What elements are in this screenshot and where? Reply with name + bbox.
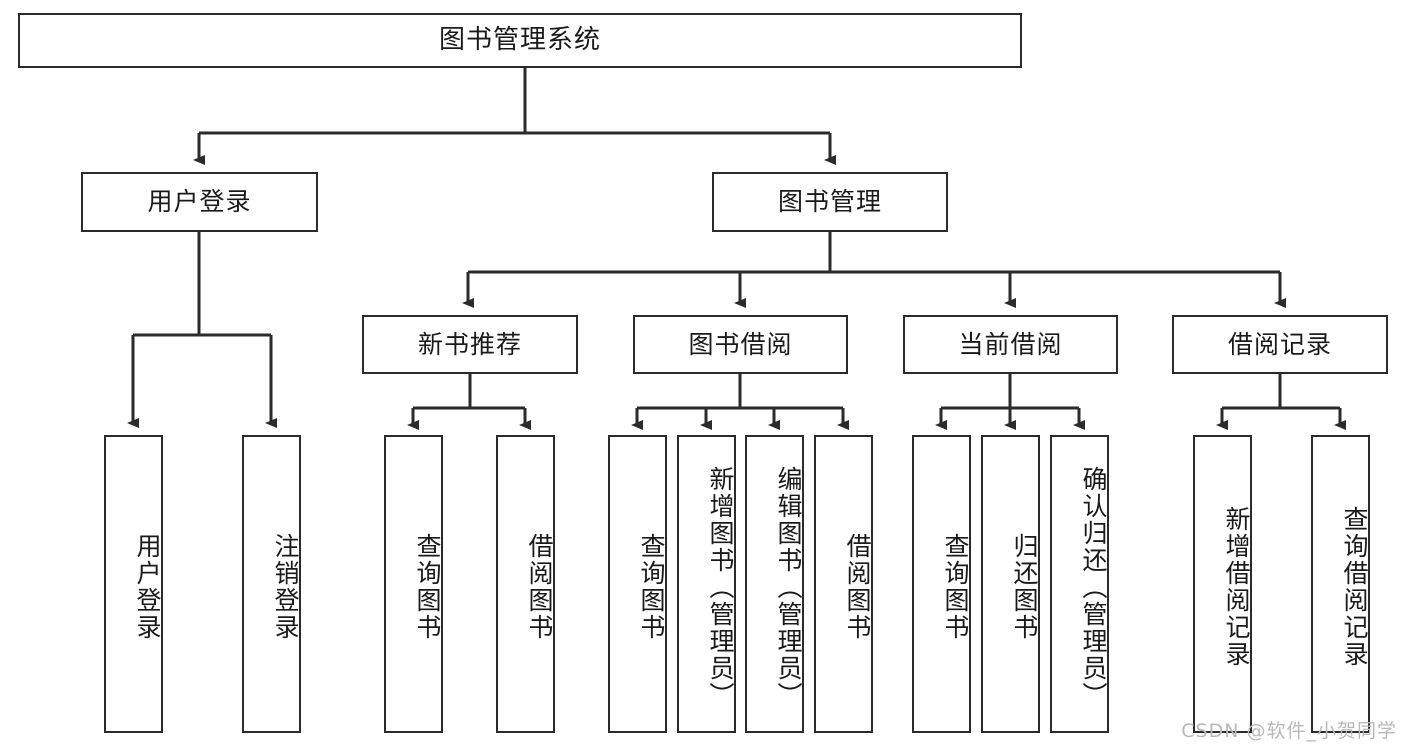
leaf-label: 新增图书（管理员） — [706, 465, 735, 709]
leaf-label: 用户登录 — [133, 533, 162, 641]
leaf-label: 借阅图书 — [843, 533, 872, 641]
leaf-label: 编辑图书（管理员） — [774, 465, 803, 709]
leaf-label: 归还图书 — [1010, 533, 1039, 641]
leaf-label: 确认归还（管理员） — [1079, 465, 1108, 709]
leaf-label: 查询图书 — [941, 533, 970, 641]
leaf-label: 借阅图书 — [525, 533, 554, 641]
node-leaf-book-borrow-edit-book-admin[interactable]: 编辑图书（管理员） — [745, 435, 804, 733]
node-root-book-management-system[interactable]: 图书管理系统 — [18, 13, 1022, 68]
node-leaf-user-login-logout[interactable]: 注销登录 — [242, 435, 301, 733]
leaf-label: 查询借阅记录 — [1340, 506, 1369, 668]
leaf-label: 注销登录 — [271, 533, 300, 641]
node-book-borrow[interactable]: 图书借阅 — [633, 315, 848, 374]
node-leaf-current-borrow-confirm-return-admin[interactable]: 确认归还（管理员） — [1050, 435, 1109, 733]
node-current-borrow[interactable]: 当前借阅 — [903, 315, 1118, 374]
csdn-watermark: CSDN @软件_小贺同学 — [1181, 720, 1397, 742]
node-leaf-book-borrow-add-book-admin[interactable]: 新增图书（管理员） — [677, 435, 736, 733]
node-leaf-user-login-login[interactable]: 用户登录 — [104, 435, 163, 733]
node-borrow-record[interactable]: 借阅记录 — [1172, 315, 1388, 374]
node-leaf-book-borrow-borrow-book[interactable]: 借阅图书 — [814, 435, 873, 733]
node-leaf-new-book-query-book[interactable]: 查询图书 — [384, 435, 443, 733]
node-leaf-current-borrow-return-book[interactable]: 归还图书 — [981, 435, 1040, 733]
node-leaf-borrow-record-add-record[interactable]: 新增借阅记录 — [1193, 435, 1252, 733]
node-leaf-current-borrow-query-book[interactable]: 查询图书 — [912, 435, 971, 733]
node-book-management[interactable]: 图书管理 — [712, 172, 948, 232]
leaf-label: 新增借阅记录 — [1222, 506, 1251, 668]
node-leaf-new-book-borrow-book[interactable]: 借阅图书 — [496, 435, 555, 733]
leaf-label: 查询图书 — [637, 533, 666, 641]
node-user-login[interactable]: 用户登录 — [81, 172, 318, 232]
node-leaf-borrow-record-query-record[interactable]: 查询借阅记录 — [1311, 435, 1370, 733]
node-leaf-book-borrow-query-book[interactable]: 查询图书 — [608, 435, 667, 733]
leaf-label: 查询图书 — [413, 533, 442, 641]
node-new-book-recommend[interactable]: 新书推荐 — [362, 315, 578, 374]
